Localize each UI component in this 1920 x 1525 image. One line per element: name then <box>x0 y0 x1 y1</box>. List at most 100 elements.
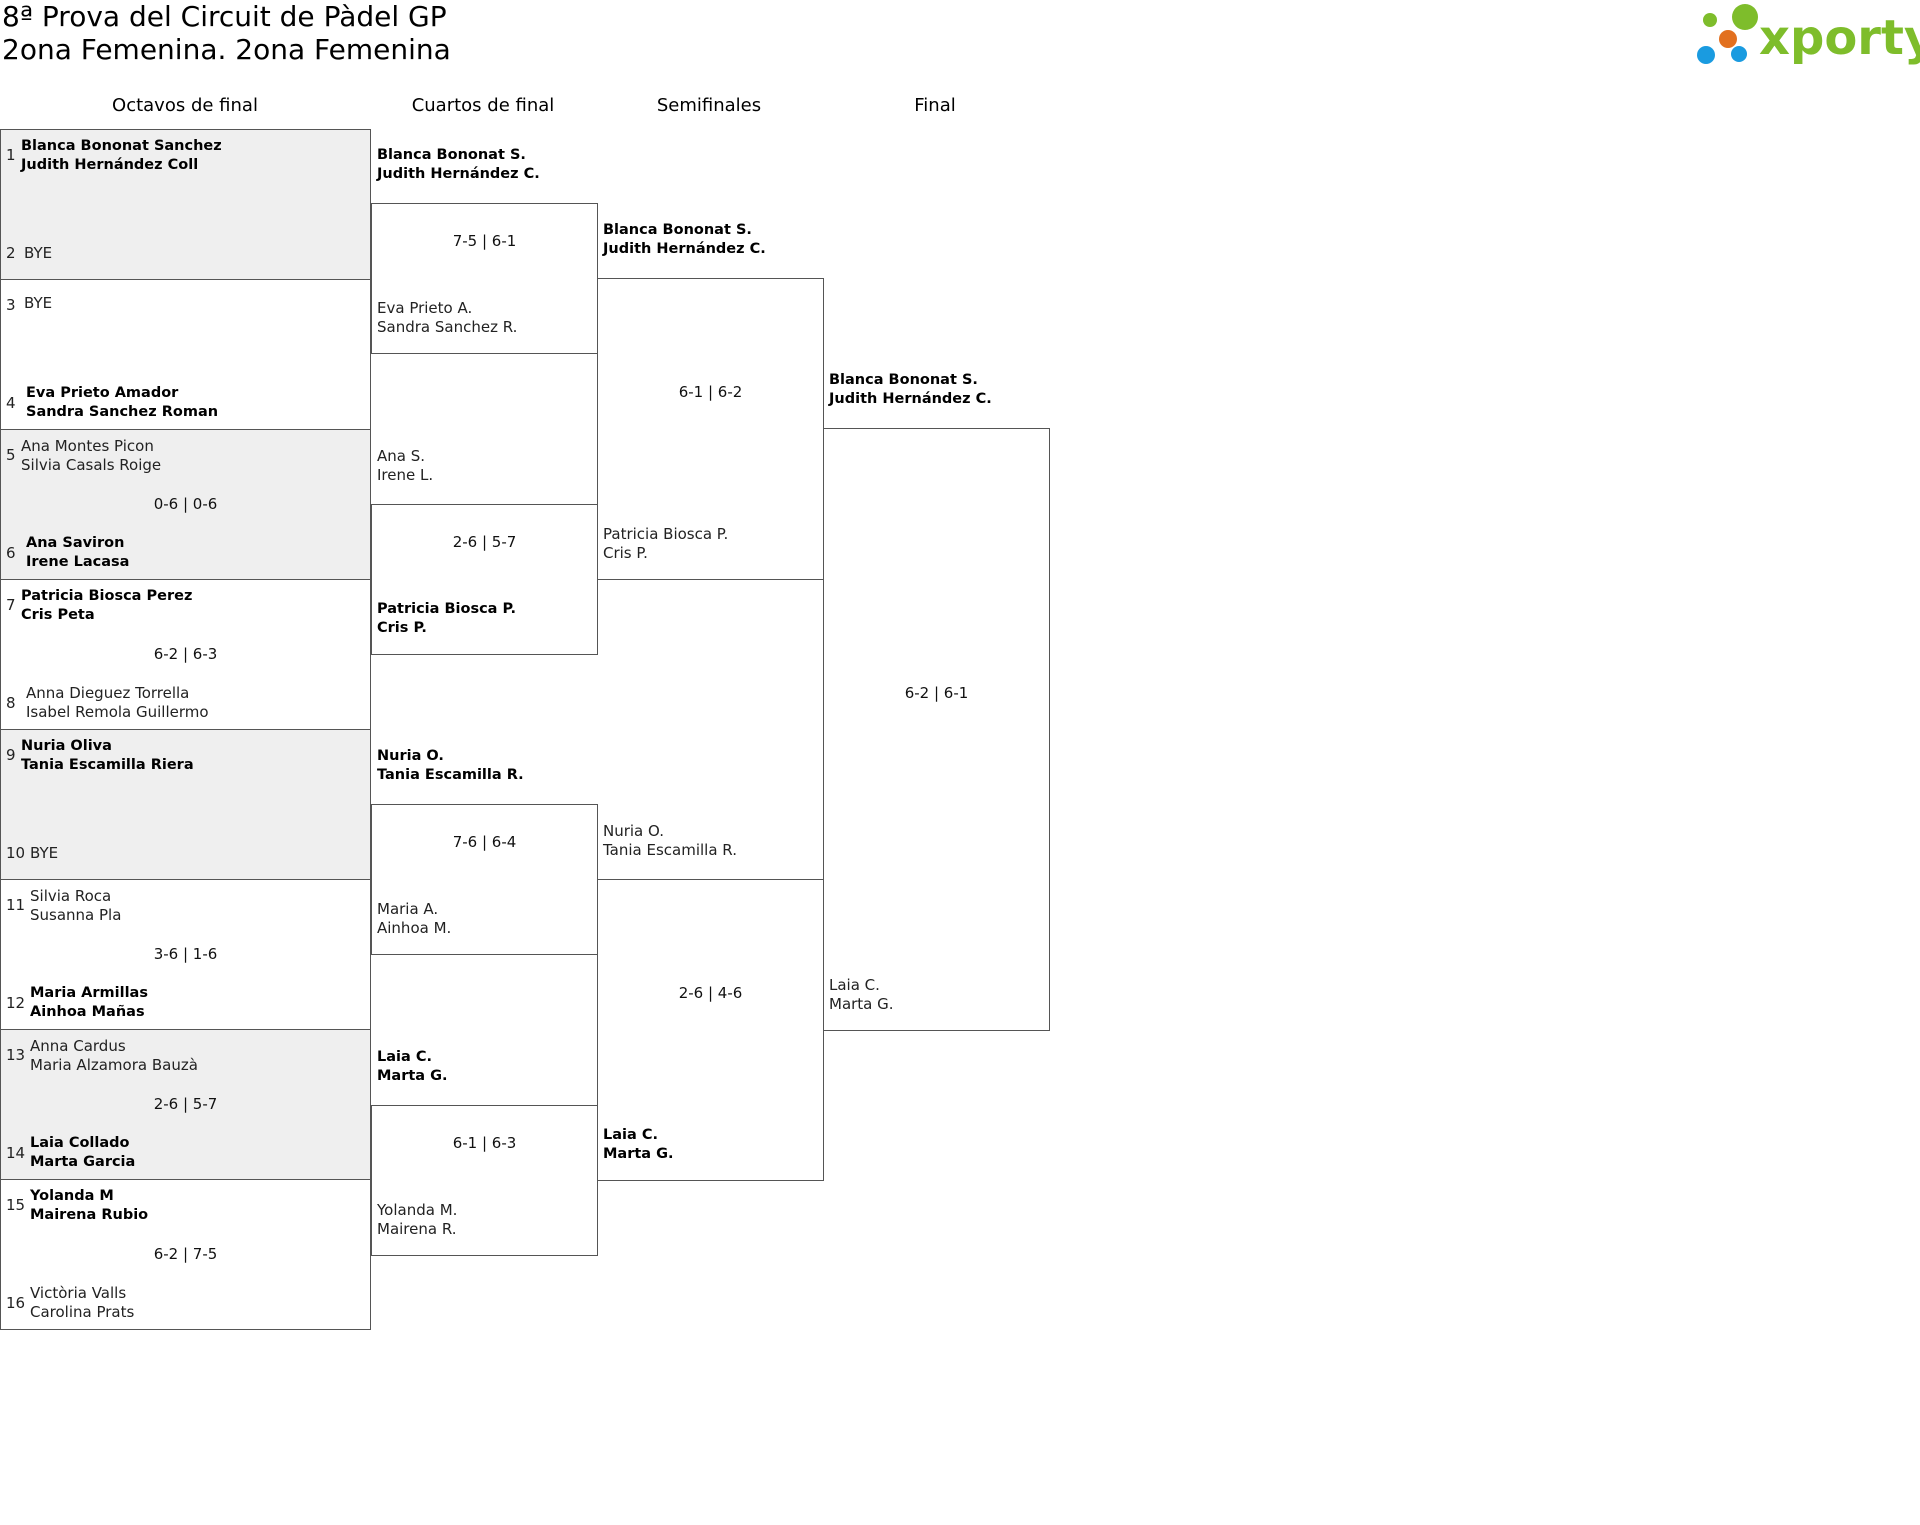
sf-team-b-player: Cris P. <box>603 544 648 562</box>
sf-score: 6-1 | 6-2 <box>678 383 743 401</box>
sf-score: 2-6 | 4-6 <box>678 984 743 1002</box>
match-score: 6-2 | 7-5 <box>153 1245 218 1263</box>
match-box-r16[interactable] <box>0 429 371 580</box>
team-a-player: Patricia Biosca Perez <box>21 588 193 604</box>
round-header-final: Final <box>914 95 956 116</box>
final-team-a-player: Judith Hernández C. <box>829 391 992 407</box>
qf-team-b-player: Eva Prieto A. <box>377 299 473 317</box>
team-a-player: Cris Peta <box>21 607 95 623</box>
team-a-player: Mairena Rubio <box>30 1207 149 1223</box>
qf-team-a-player: Blanca Bononat S. <box>377 147 526 163</box>
match-box-r16[interactable] <box>0 1179 371 1330</box>
match-score: 3-6 | 1-6 <box>153 945 218 963</box>
team-a-player: Maria Alzamora Bauzà <box>30 1056 198 1074</box>
qf-team-b-player: Mairena R. <box>377 1220 457 1238</box>
qf-score: 6-1 | 6-3 <box>452 1134 517 1152</box>
qf-team-a-player: Ana S. <box>377 447 426 465</box>
sf-team-a-player: Blanca Bononat S. <box>603 222 752 238</box>
qf-team-a-player: Marta G. <box>377 1068 448 1084</box>
seed-number: 4 <box>6 394 16 412</box>
team-a-player: Blanca Bononat Sanchez <box>21 138 222 154</box>
final-score: 6-2 | 6-1 <box>904 684 969 702</box>
page-subtitle: 2ona Femenina. 2ona Femenina <box>2 33 451 66</box>
xporty-logo[interactable]: xporty <box>1695 4 1920 70</box>
seed-number: 13 <box>6 1046 26 1064</box>
match-box-qf[interactable] <box>371 504 598 655</box>
match-box-final[interactable] <box>823 428 1050 1031</box>
qf-team-b-player: Maria A. <box>377 900 439 918</box>
match-box-r16[interactable] <box>0 879 371 1030</box>
team-b-player: Irene Lacasa <box>26 554 130 570</box>
final-team-a-player: Blanca Bononat S. <box>829 372 978 388</box>
logo-dot-green-small <box>1703 13 1717 27</box>
seed-number: 15 <box>6 1196 26 1214</box>
seed-number: 7 <box>6 596 16 614</box>
seed-number: 6 <box>6 544 16 562</box>
team-b-player: Marta Garcia <box>30 1154 136 1170</box>
logo-text: xporty <box>1759 10 1920 66</box>
seed-number: 9 <box>6 746 16 764</box>
sf-team-a-player: Tania Escamilla R. <box>603 841 737 859</box>
logo-dot-orange <box>1719 30 1737 48</box>
team-b-player: Eva Prieto Amador <box>26 385 179 401</box>
sf-team-a-player: Judith Hernández C. <box>603 241 766 257</box>
team-b-player: Ana Saviron <box>26 535 125 551</box>
qf-score: 7-6 | 6-4 <box>452 833 517 851</box>
qf-team-b-player: Sandra Sanchez R. <box>377 318 518 336</box>
logo-dot-green-large <box>1732 4 1758 30</box>
logo-dot-blue-right <box>1731 46 1747 62</box>
team-a-player: Judith Hernández Coll <box>21 157 199 173</box>
team-b-player: Maria Armillas <box>30 985 148 1001</box>
match-box-qf[interactable] <box>371 1105 598 1256</box>
match-box-r16[interactable] <box>0 579 371 730</box>
seed-number: 16 <box>6 1294 26 1312</box>
team-a-player: Silvia Casals Roige <box>21 456 162 474</box>
sf-team-b-player: Laia C. <box>603 1127 658 1143</box>
team-a-player: Anna Cardus <box>30 1037 126 1055</box>
qf-team-a-player: Tania Escamilla R. <box>377 767 524 783</box>
match-score: 0-6 | 0-6 <box>153 495 218 513</box>
sf-team-b-player: Marta G. <box>603 1146 674 1162</box>
qf-team-a-player: Judith Hernández C. <box>377 166 540 182</box>
match-box-qf[interactable] <box>371 804 598 955</box>
match-box-r16[interactable] <box>0 1029 371 1180</box>
match-score: 2-6 | 5-7 <box>153 1095 218 1113</box>
match-box-sf[interactable] <box>597 278 824 580</box>
team-a-player: Tania Escamilla Riera <box>21 757 194 773</box>
sf-team-b-player: Patricia Biosca P. <box>603 525 729 543</box>
team-b-bye: BYE <box>24 244 53 262</box>
qf-team-a-player: Irene L. <box>377 466 434 484</box>
seed-number: 3 <box>6 296 16 314</box>
seed-number: 10 <box>6 844 26 862</box>
seed-number: 12 <box>6 994 26 1012</box>
team-a-bye: BYE <box>24 294 53 312</box>
round-header-octavos: Octavos de final <box>112 95 258 116</box>
qf-team-a-player: Laia C. <box>377 1049 432 1065</box>
match-box-r16[interactable] <box>0 129 371 280</box>
logo-dot-blue-left <box>1697 46 1715 64</box>
seed-number: 1 <box>6 146 16 164</box>
seed-number: 2 <box>6 244 16 262</box>
qf-team-b-player: Patricia Biosca P. <box>377 601 516 617</box>
team-b-player: Isabel Remola Guillermo <box>26 703 209 721</box>
match-score: 6-2 | 6-3 <box>153 645 218 663</box>
qf-team-b-player: Cris P. <box>377 620 427 636</box>
team-b-player: Ainhoa Mañas <box>30 1004 145 1020</box>
team-a-player: Yolanda M <box>30 1188 114 1204</box>
match-box-sf[interactable] <box>597 879 824 1181</box>
seed-number: 11 <box>6 896 26 914</box>
team-a-player: Silvia Roca <box>30 887 112 905</box>
team-a-player: Ana Montes Picon <box>21 437 154 455</box>
round-header-semifinales: Semifinales <box>656 95 762 116</box>
team-a-player: Nuria Oliva <box>21 738 112 754</box>
team-b-player: Anna Dieguez Torrella <box>26 684 190 702</box>
seed-number: 8 <box>6 694 16 712</box>
team-b-player: Laia Collado <box>30 1135 130 1151</box>
seed-number: 5 <box>6 446 16 464</box>
qf-score: 2-6 | 5-7 <box>452 533 517 551</box>
round-header-cuartos: Cuartos de final <box>411 95 555 116</box>
qf-team-b-player: Yolanda M. <box>377 1201 458 1219</box>
final-team-b-player: Laia C. <box>829 976 880 994</box>
qf-score: 7-5 | 6-1 <box>452 232 517 250</box>
page-title: 8ª Prova del Circuit de Pàdel GP <box>2 0 447 33</box>
